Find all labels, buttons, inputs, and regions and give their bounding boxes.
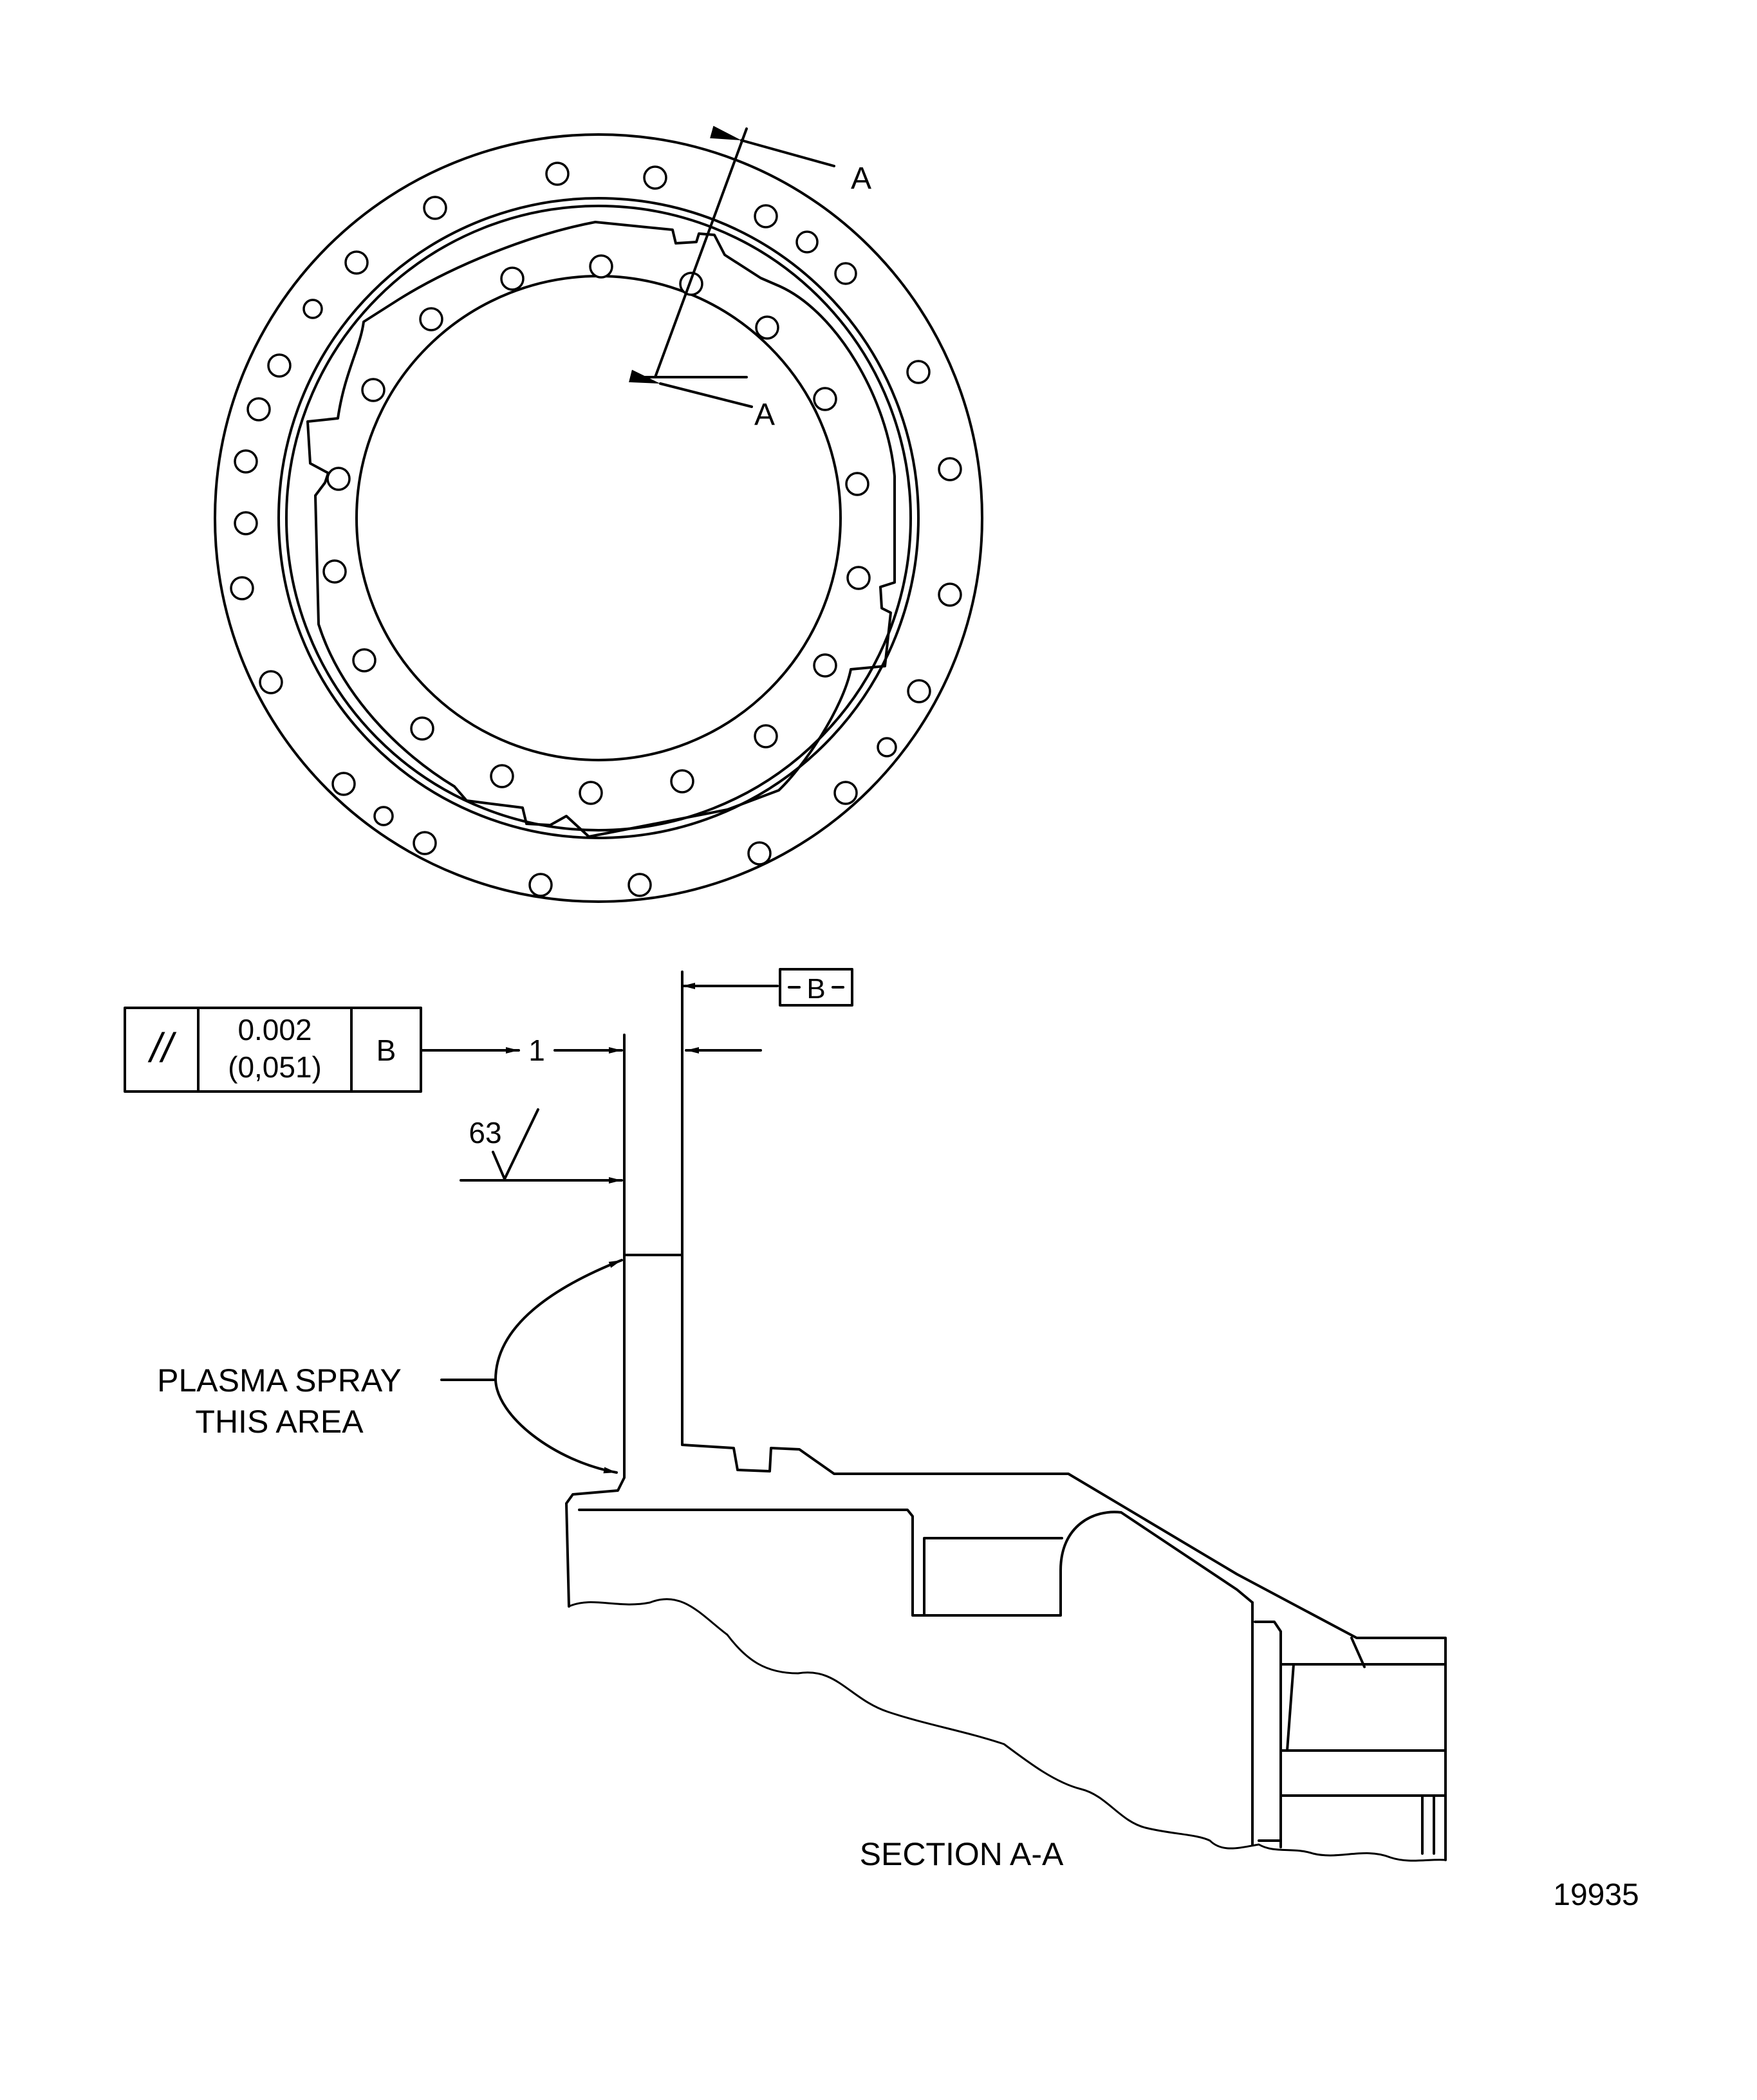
plan-view: A A	[214, 125, 983, 903]
break-line	[568, 1598, 1447, 1862]
flange-outer-edge	[214, 133, 983, 903]
note-line-1: PLASMA SPRAY	[157, 1362, 402, 1398]
section-label-bottom: A	[754, 398, 775, 432]
flange-step-outer	[277, 197, 920, 839]
tolerance-metric: (0,051)	[228, 1050, 322, 1084]
flange-step-inner	[285, 205, 912, 832]
plasma-spray-leader: PLASMA SPRAY THIS AREA	[157, 1259, 623, 1474]
cutting-plane-a-a: A A	[629, 125, 871, 432]
surface-finish-symbol: 63	[460, 1108, 623, 1184]
dimension-value: 1	[528, 1034, 545, 1067]
parallelism-symbol: //	[147, 1025, 177, 1071]
datum-reference: B	[376, 1034, 396, 1067]
dimension-1: 1	[420, 1034, 762, 1067]
bore-circle	[355, 275, 842, 761]
datum-b-label: B	[806, 973, 825, 1005]
note-line-2: THIS AREA	[195, 1404, 364, 1440]
body-inner-contour	[578, 1509, 1254, 1617]
figure-number: 19935	[1553, 1878, 1639, 1912]
counterbore	[923, 1537, 1063, 1615]
tolerance-value: 0.002	[237, 1013, 311, 1046]
lower-wall	[1251, 1601, 1282, 1848]
section-title: SECTION A-A	[860, 1836, 1064, 1872]
datum-b: B	[681, 968, 853, 1007]
inner-bolt-holes	[322, 254, 871, 805]
section-outline	[565, 971, 1447, 1861]
section-view: B // 0.002 (0,051) B 1 63	[124, 968, 1447, 1872]
chamfer-right	[1350, 1637, 1366, 1668]
pilot-contour	[306, 221, 896, 838]
bearing-bore	[1279, 1663, 1447, 1855]
section-label-top: A	[851, 162, 871, 196]
surface-finish-value: 63	[469, 1116, 501, 1149]
feature-control-frame: // 0.002 (0,051) B	[124, 1007, 422, 1093]
outer-bolt-holes	[230, 162, 962, 897]
